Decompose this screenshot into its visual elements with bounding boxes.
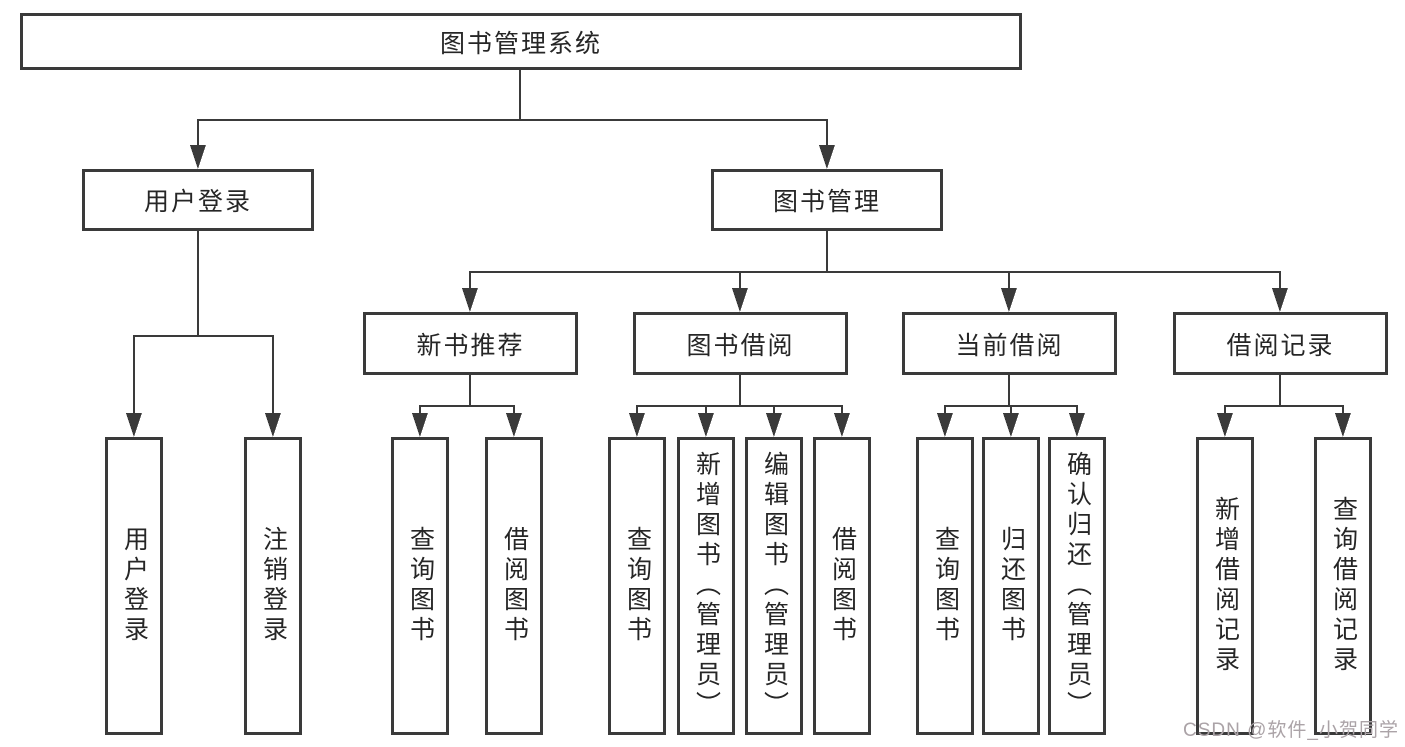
leaf-query-books-recommend: 查询图书: [391, 437, 449, 735]
node-book-management: 图书管理: [711, 169, 943, 231]
node-root: 图书管理系统: [20, 13, 1022, 70]
leaf-edit-book-admin: 编辑图书（管理员）: [745, 437, 803, 735]
leaf-user-login: 用户登录: [105, 437, 163, 735]
leaf-query-books-current: 查询图书: [916, 437, 974, 735]
node-current-borrow: 当前借阅: [902, 312, 1117, 375]
node-book-borrow: 图书借阅: [633, 312, 848, 375]
leaf-query-books-borrow: 查询图书: [608, 437, 666, 735]
leaf-borrow-books-recommend: 借阅图书: [485, 437, 543, 735]
leaf-borrow-books-borrow: 借阅图书: [813, 437, 871, 735]
leaf-query-borrow-record: 查询借阅记录: [1314, 437, 1372, 735]
leaf-confirm-return-admin: 确认归还（管理员）: [1048, 437, 1106, 735]
csdn-watermark: CSDN @软件_小贺同学: [1183, 720, 1399, 741]
leaf-add-book-admin: 新增图书（管理员）: [677, 437, 735, 735]
leaf-logout: 注销登录: [244, 437, 302, 735]
leaf-return-book: 归还图书: [982, 437, 1040, 735]
leaf-add-borrow-record: 新增借阅记录: [1196, 437, 1254, 735]
node-new-book-recommend: 新书推荐: [363, 312, 578, 375]
node-borrow-records: 借阅记录: [1173, 312, 1388, 375]
node-user-login-branch: 用户登录: [82, 169, 314, 231]
